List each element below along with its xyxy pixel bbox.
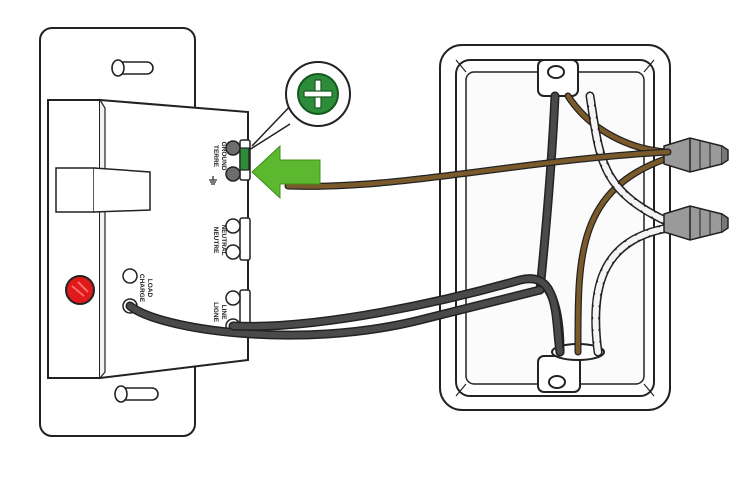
ground-screw-callout (248, 61, 351, 151)
neutral-label: NEUTRAL (220, 224, 227, 255)
line-label-fr: LIGNE (212, 302, 219, 323)
ground-terminal-upper (225, 140, 241, 156)
terminal-screws (122, 140, 241, 334)
neutral-label-fr: NEUTRE (212, 227, 219, 254)
load-terminal-upper (122, 268, 138, 284)
load-label-fr: CHARGE (138, 274, 145, 303)
ground-terminal-tab (239, 147, 250, 171)
green-arrow-icon (251, 144, 321, 200)
line-terminal-upper (225, 290, 241, 306)
ground-label: GROUND (220, 142, 227, 171)
led-indicator-icon (65, 275, 95, 305)
wire-nut-neutral (663, 205, 729, 241)
mounting-screw-bottom (114, 385, 159, 403)
neutral-terminal-upper (225, 218, 241, 234)
ground-symbol-icon (209, 176, 217, 185)
wire-nut-ground (663, 137, 729, 173)
mounting-screw-top (111, 59, 154, 77)
ground-terminal-lower (225, 166, 241, 182)
neutral-terminal-lower (225, 244, 241, 260)
switch-wires (125, 148, 672, 357)
line-label: LINE (220, 305, 227, 320)
ground-label-fr: TERRE (212, 145, 219, 168)
load-label: LOAD (146, 279, 153, 298)
